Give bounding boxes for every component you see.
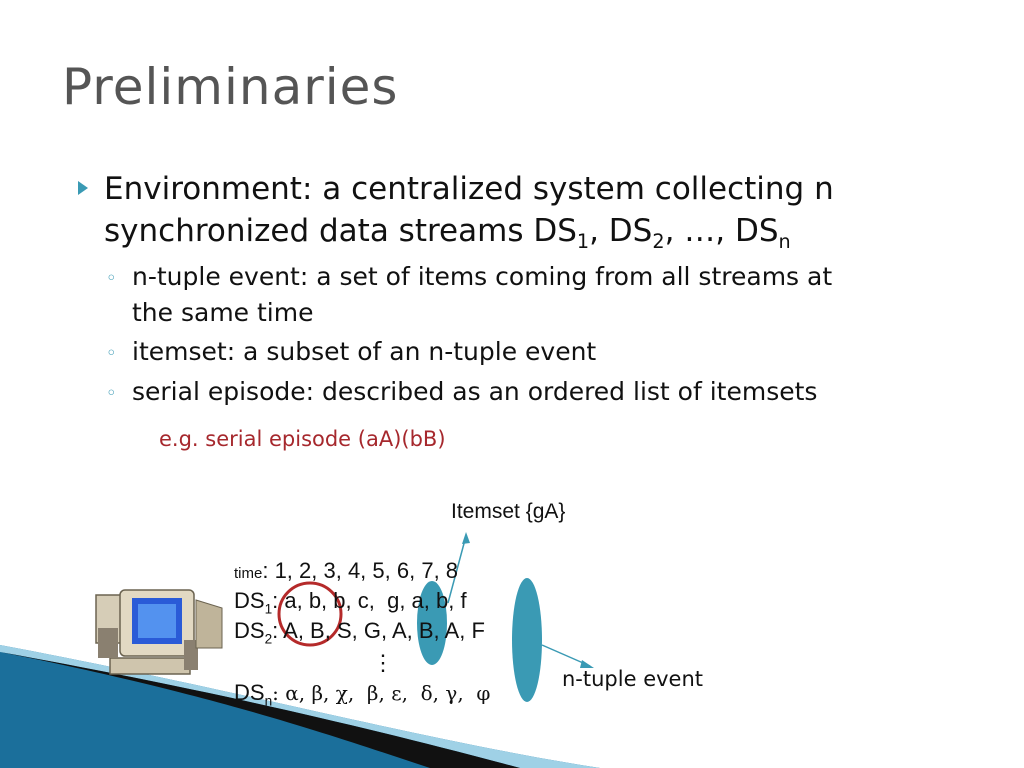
bullet-environment-line2: synchronized data streams DS1, DS2, …, D… — [104, 213, 791, 254]
vertical-dots: ⋮ — [372, 650, 394, 675]
page-title: Preliminaries — [62, 58, 399, 116]
ds2-row: DS2: A, B, S, G, A, B, A, F — [234, 618, 485, 647]
bullet-environment-line1: Environment: a centralized system collec… — [104, 171, 834, 207]
circle-bullet-icon: ◦ — [106, 343, 117, 364]
time-row: time: 1, 2, 3, 4, 5, 6, 7, 8 — [234, 558, 459, 583]
itemset-arrow — [447, 535, 467, 604]
subbullet-itemset: itemset: a subset of an n-tuple event — [132, 337, 597, 366]
computer-icon — [95, 589, 223, 675]
subbullet-serial-episode: serial episode: described as an ordered … — [132, 377, 818, 406]
swoosh-band-black — [0, 652, 520, 768]
subbullet-ntuple-line2: the same time — [132, 298, 314, 327]
swoosh-band-light — [0, 645, 600, 768]
ntuple-ellipse-8 — [512, 578, 542, 702]
circle-bullet-icon: ◦ — [106, 383, 117, 404]
dsn-row: DSn: α, β, χ, β, ε, δ, γ, φ — [234, 680, 491, 709]
bullet-environment: Environment: a centralized system collec… — [104, 168, 984, 263]
itemset-label: Itemset {gA} — [451, 500, 566, 523]
ntuple-label: n-tuple event — [562, 667, 704, 691]
triangle-bullet-icon — [78, 181, 88, 195]
itemset-circle — [277, 581, 343, 647]
circle-bullet-icon: ◦ — [106, 268, 117, 289]
example-text: e.g. serial episode (aA)(bB) — [159, 427, 446, 451]
subbullet-ntuple: n-tuple event: a set of items coming fro… — [132, 259, 992, 331]
ntuple-ellipse-5 — [417, 581, 447, 665]
ds1-row: DS1: a, b, b, c, g, a, b, f — [234, 588, 467, 617]
subbullet-ntuple-line1: n-tuple event: a set of items coming fro… — [132, 262, 833, 291]
